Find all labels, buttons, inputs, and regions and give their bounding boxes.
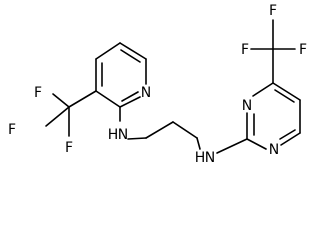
atom-f-top-left: F (34, 85, 42, 101)
atom-labels: F F F N H N H N N N F F F (8, 3, 307, 166)
bond-pyridine-c2-c3 (95, 90, 121, 108)
atom-pyridine-n: N (141, 85, 151, 101)
atom-f-far-left: F (8, 122, 16, 138)
bond-ch2-ch2b (172, 121, 198, 139)
bond-cf3-f-top (52, 93, 70, 108)
bond-pyridine-double-3 (121, 91, 139, 102)
bond-nh-ch2 (127, 137, 147, 140)
bond-pyrim-c6-n1 (280, 132, 301, 146)
bond-pyridine-c4-c5 (95, 42, 121, 60)
structure-diagram: F F F N H N H N N N F F F (8, 3, 307, 166)
atom-f-mid-left: F (241, 42, 249, 58)
bond-cf3-f-left (45, 106, 70, 127)
atom-pyrimidine-n-bottom: N (269, 142, 279, 158)
bond-pyridine-c5-c6 (119, 42, 147, 60)
atom-f-right: F (299, 42, 307, 58)
bond-group (45, 19, 301, 154)
bond-pyrim-n1-c2 (246, 138, 267, 150)
bond-ch2-nh2 (196, 137, 201, 150)
atom-pyrimidine-n-top: N (242, 98, 252, 114)
atom-nh-left-h: H (108, 127, 119, 143)
bond-ch2-ch2 (145, 121, 174, 139)
bond-pyrim-n3-c4 (252, 82, 274, 97)
bond-pyridine-n-c2 (119, 96, 141, 108)
bond-nh2-c2pyr (216, 138, 248, 154)
atom-f-bottom: F (65, 140, 73, 156)
bond-pyridine-double-2 (120, 49, 141, 63)
bond-pyrim-double-2 (274, 89, 295, 103)
atom-nh-left-n: N (118, 127, 128, 143)
atom-nh-right-n: N (205, 150, 215, 166)
atom-f-top: F (269, 3, 277, 19)
bond-pyrim-double-3 (279, 129, 296, 140)
bond-pyrim-c4-c5 (272, 82, 301, 101)
atom-nh-right-h: H (195, 150, 206, 166)
bond-c3-cf3 (68, 90, 97, 108)
